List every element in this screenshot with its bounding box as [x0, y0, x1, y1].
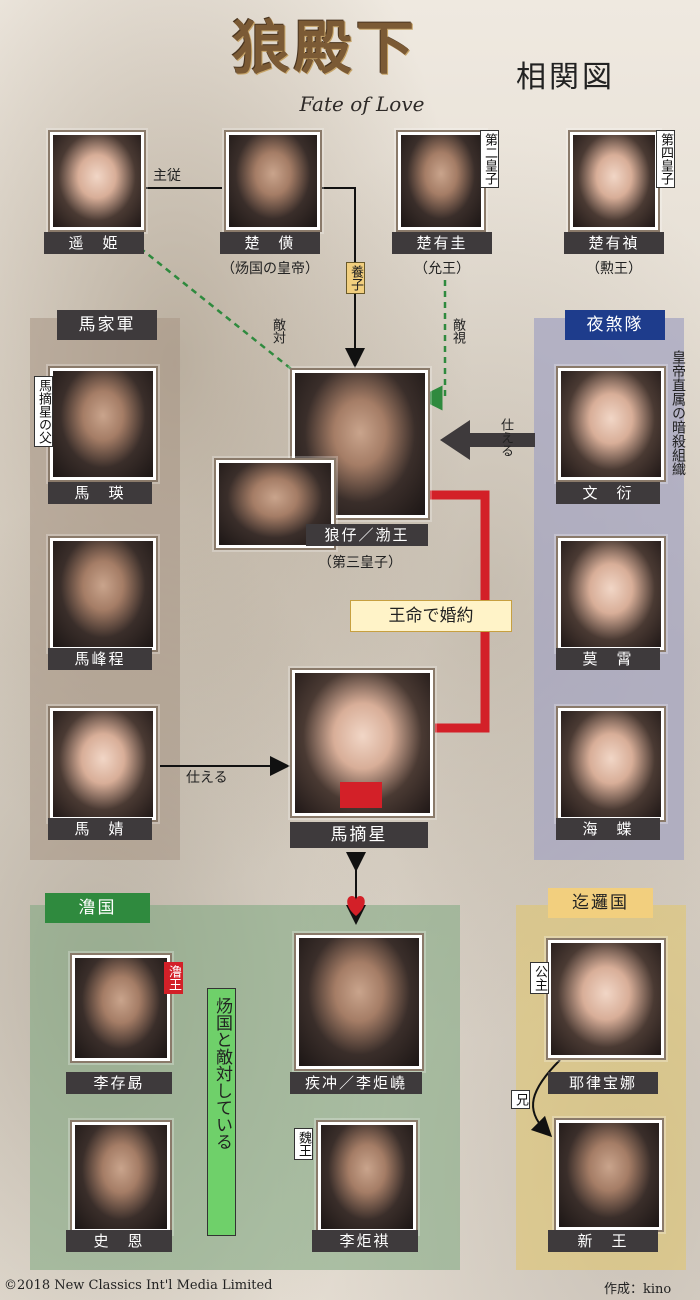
label-enemy: 敵対 — [270, 318, 285, 344]
tag-chuyouzhen: 第四皇子 — [656, 130, 675, 188]
portrait-xinwang — [554, 1118, 664, 1232]
portrait-mafengcheng — [48, 536, 158, 652]
portrait-jichong — [294, 933, 424, 1071]
tag-lijuqi: 魏王 — [294, 1128, 313, 1160]
label-yangzi: 養子 — [346, 262, 365, 294]
name-maying: 馬 瑛 — [48, 482, 152, 504]
name-mazhaixing: 馬摘星 — [290, 822, 428, 848]
role-langzai: （第三皇子） — [318, 555, 402, 571]
name-haidie: 海 蝶 — [556, 818, 660, 840]
name-mafengcheng: 馬峰程 — [48, 648, 152, 670]
portrait-yelvbaona — [546, 938, 666, 1060]
name-moxiao: 莫 霄 — [556, 648, 660, 670]
portrait-chuyong — [224, 130, 322, 232]
chart-label: 相関図 — [516, 60, 615, 95]
yuguo-header: 澛国 — [45, 893, 150, 923]
portrait-licunxu — [70, 953, 172, 1063]
credit: 作成：kino — [604, 1282, 672, 1297]
label-serve-majing: 仕える — [186, 770, 228, 786]
label-serve-yesha: 仕える — [498, 418, 513, 457]
name-yaoji: 遥 姫 — [44, 232, 144, 254]
majia-header: 馬家軍 — [57, 310, 157, 340]
line-chuyougui-watch — [417, 280, 447, 411]
name-langzai: 狼仔／渤王 — [306, 524, 428, 546]
name-majing: 馬 婧 — [48, 818, 152, 840]
portrait-moxiao — [556, 536, 666, 652]
yuguo-description: 炀国と敵対している — [207, 988, 236, 1236]
name-licunxu: 李存勗 — [66, 1072, 172, 1094]
name-chuyouzhen: 楚有禎 — [564, 232, 664, 254]
name-chuyougui: 楚有圭 — [392, 232, 492, 254]
portrait-maying — [48, 366, 158, 482]
portrait-yaoji — [48, 130, 146, 232]
name-jichong: 疾冲／李炬嶢 — [290, 1072, 422, 1094]
tag-licunxu: 澛王 — [164, 962, 183, 994]
arrow-serve-wenyan — [440, 420, 535, 460]
liluo-header: 迄邏国 — [548, 888, 653, 918]
name-xinwang: 新 王 — [548, 1230, 658, 1252]
tag-maying: 馬摘星の父 — [34, 376, 53, 447]
label-brother: 兄 — [511, 1090, 530, 1109]
role-chuyougui: （允王） — [414, 261, 470, 277]
portrait-wenyan — [556, 366, 666, 482]
copyright: ©2018 New Classics Int'l Media Limited — [4, 1278, 273, 1293]
portrait-chuyouzhen — [568, 130, 660, 232]
line-brother — [530, 1059, 561, 1138]
portrait-shien — [70, 1120, 172, 1234]
label-dishi: 敵視 — [450, 318, 465, 344]
portrait-majing — [48, 706, 158, 822]
red-ribbon — [340, 782, 382, 808]
name-wenyan: 文 衍 — [556, 482, 660, 504]
portrait-lijuqi — [316, 1120, 418, 1234]
name-yelvbaona: 耶律宝娜 — [548, 1072, 658, 1094]
portrait-chuyougui — [396, 130, 486, 232]
drama-subtitle: Fate of Love — [299, 92, 425, 116]
role-chuyouzhen: （勲王） — [586, 261, 642, 277]
tag-yelvbaona: 公主 — [530, 962, 549, 994]
name-lijuqi: 李炬祺 — [312, 1230, 418, 1252]
tag-chuyougui: 第二皇子 — [480, 130, 499, 188]
portrait-haidie — [556, 706, 666, 822]
label-zhucong: 主従 — [153, 168, 181, 184]
yesha-description: 皇帝直属の暗殺組織 — [670, 350, 686, 476]
heart-icon — [347, 896, 365, 916]
line-yaoji-enemy — [139, 247, 296, 373]
drama-title-logo: 狼殿下 — [232, 14, 419, 82]
name-chuyong: 楚 僙 — [220, 232, 320, 254]
yesha-header: 夜煞隊 — [565, 310, 665, 340]
name-shien: 史 恩 — [66, 1230, 172, 1252]
label-engagement: 王命で婚約 — [350, 600, 512, 632]
role-chuyong: （炀国の皇帝） — [221, 261, 319, 277]
